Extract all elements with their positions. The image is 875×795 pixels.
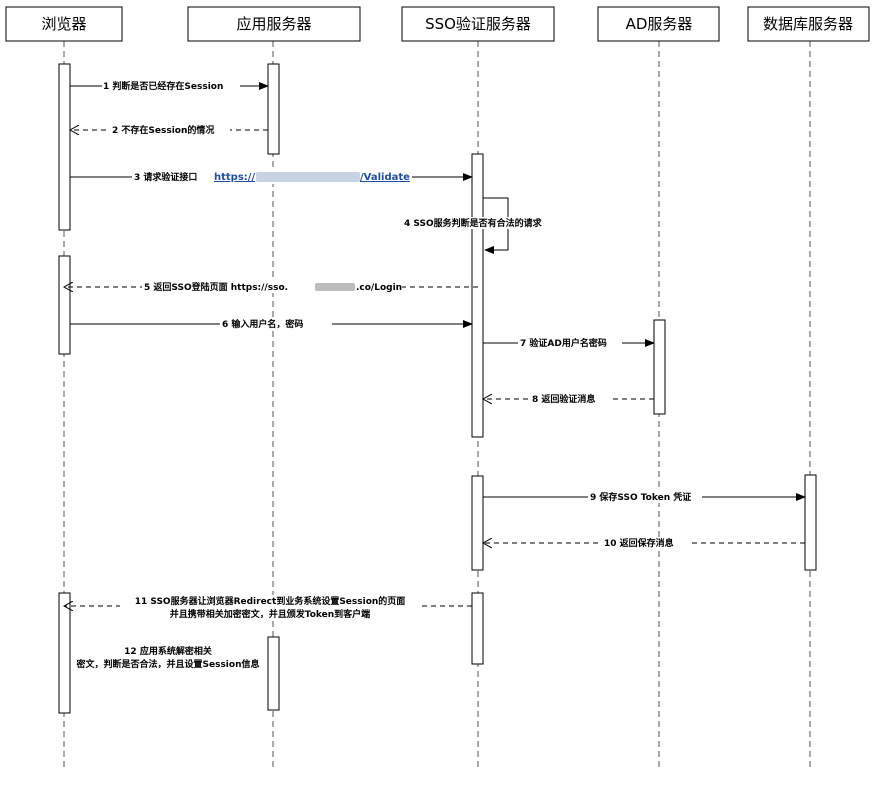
message-12-label-line1: 12 应用系统解密相关 bbox=[124, 645, 212, 657]
activation-sso-2 bbox=[471, 475, 484, 571]
message-12: 12 应用系统解密相关 密文，判断是否合法，并且设置Session信息 bbox=[76, 645, 260, 670]
message-11: 11 SSO服务器让浏览器Redirect到业务系统设置Session的页面 并… bbox=[64, 595, 472, 620]
message-8: 8 返回验证消息 bbox=[483, 393, 654, 405]
message-2: 2 不存在Session的情况 bbox=[70, 124, 268, 136]
message-5: 5 返回SSO登陆页面 https://sso. .co/Login bbox=[64, 281, 478, 293]
actor-app-label: 应用服务器 bbox=[236, 15, 311, 33]
redacted-domain-2 bbox=[315, 283, 355, 291]
actor-browser-label: 浏览器 bbox=[41, 15, 86, 33]
actor-db: 数据库服务器 bbox=[747, 6, 870, 42]
actor-ad: AD服务器 bbox=[597, 6, 720, 42]
message-8-label: 8 返回验证消息 bbox=[532, 393, 595, 405]
message-9-label: 9 保存SSO Token 凭证 bbox=[590, 491, 691, 503]
message-10-label: 10 返回保存消息 bbox=[604, 537, 674, 549]
message-3-url-prefix: https:// bbox=[214, 172, 255, 183]
message-6: 6 输入用户名，密码 bbox=[70, 318, 473, 330]
message-7-label: 7 验证AD用户名密码 bbox=[520, 337, 607, 349]
actor-sso: SSO验证服务器 bbox=[401, 6, 555, 42]
message-5-suffix: .co/Login bbox=[356, 283, 402, 293]
actor-browser: 浏览器 bbox=[5, 6, 123, 42]
message-4-label: 4 SSO服务判断是否有合法的请求 bbox=[404, 217, 543, 229]
message-3-url-suffix: /Validate bbox=[360, 172, 410, 183]
message-2-label: 2 不存在Session的情况 bbox=[112, 124, 214, 136]
activation-browser-1 bbox=[58, 63, 71, 231]
message-6-label: 6 输入用户名，密码 bbox=[222, 318, 303, 330]
activation-db-1 bbox=[804, 474, 817, 571]
message-9: 9 保存SSO Token 凭证 bbox=[483, 491, 806, 503]
actor-app: 应用服务器 bbox=[187, 6, 361, 42]
activation-sso-3 bbox=[471, 592, 484, 665]
activation-app-1 bbox=[267, 63, 280, 155]
actor-ad-label: AD服务器 bbox=[626, 15, 693, 33]
message-3-label: 3 请求验证接口 bbox=[134, 171, 197, 183]
message-10: 10 返回保存消息 bbox=[483, 537, 805, 549]
activation-sso-1 bbox=[471, 153, 484, 438]
activation-app-2 bbox=[267, 636, 280, 711]
message-7: 7 验证AD用户名密码 bbox=[483, 337, 655, 349]
actor-db-label: 数据库服务器 bbox=[763, 15, 853, 33]
actor-sso-label: SSO验证服务器 bbox=[425, 15, 531, 33]
activation-browser-2 bbox=[58, 255, 71, 355]
message-1: 1 判断是否已经存在Session bbox=[70, 80, 269, 92]
message-1-label: 1 判断是否已经存在Session bbox=[103, 80, 223, 92]
activation-ad-1 bbox=[653, 319, 666, 415]
message-12-label-line2: 密文，判断是否合法，并且设置Session信息 bbox=[76, 658, 260, 670]
message-11-label-line2: 并且携带相关加密密文，并且颁发Token到客户端 bbox=[170, 608, 370, 620]
message-3: 3 请求验证接口 https:// /Validate bbox=[70, 170, 473, 184]
message-4: 4 SSO服务判断是否有合法的请求 bbox=[402, 197, 562, 254]
message-5-label: 5 返回SSO登陆页面 https://sso. bbox=[144, 281, 288, 293]
activation-browser-3 bbox=[58, 592, 71, 714]
redacted-domain bbox=[256, 172, 360, 182]
message-11-label-line1: 11 SSO服务器让浏览器Redirect到业务系统设置Session的页面 bbox=[135, 595, 406, 607]
